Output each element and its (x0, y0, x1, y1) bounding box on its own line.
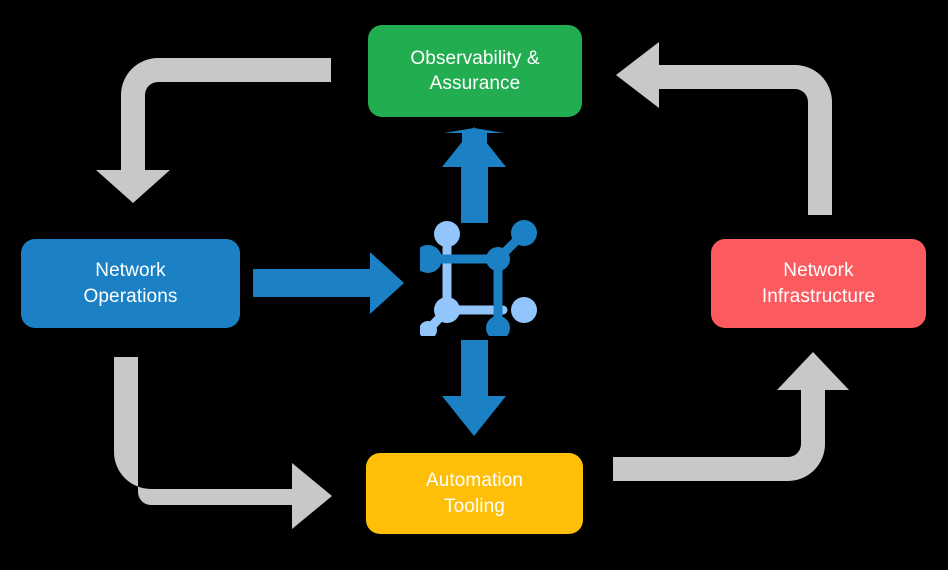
network-topology-icon (414, 218, 538, 340)
node-automation-tooling[interactable]: Automation Tooling (366, 453, 583, 534)
node-operations-label: Network Operations (83, 260, 178, 307)
node-network-operations[interactable]: Network Operations (21, 239, 240, 328)
blue-arrow-center-to-observability-head (442, 127, 506, 167)
topology-light-nodes (419, 221, 537, 339)
gray-arrow-operations-to-automation (114, 357, 332, 529)
node-observability-label: Observability & Assurance (410, 47, 540, 94)
blue-arrow-center-to-observability-shaft (461, 160, 488, 223)
gray-arrow-observability-to-operations (96, 58, 331, 203)
node-infrastructure-label: Network Infrastructure (761, 260, 876, 307)
blue-arrow-center-to-automation-head (442, 396, 506, 436)
node-observability-assurance[interactable]: Observability & Assurance (368, 25, 582, 117)
node-network-infrastructure[interactable]: Network Infrastructure (711, 239, 926, 328)
blue-arrow-center-to-automation-shaft (461, 340, 488, 402)
node-automation-label: Automation Tooling (425, 470, 524, 517)
blue-arrow-operations-to-center (253, 252, 404, 314)
gray-arrow-infrastructure-to-observability (616, 42, 832, 215)
gray-arrow-automation-to-infrastructure (613, 352, 849, 481)
topology-dark-nodes (414, 220, 537, 340)
